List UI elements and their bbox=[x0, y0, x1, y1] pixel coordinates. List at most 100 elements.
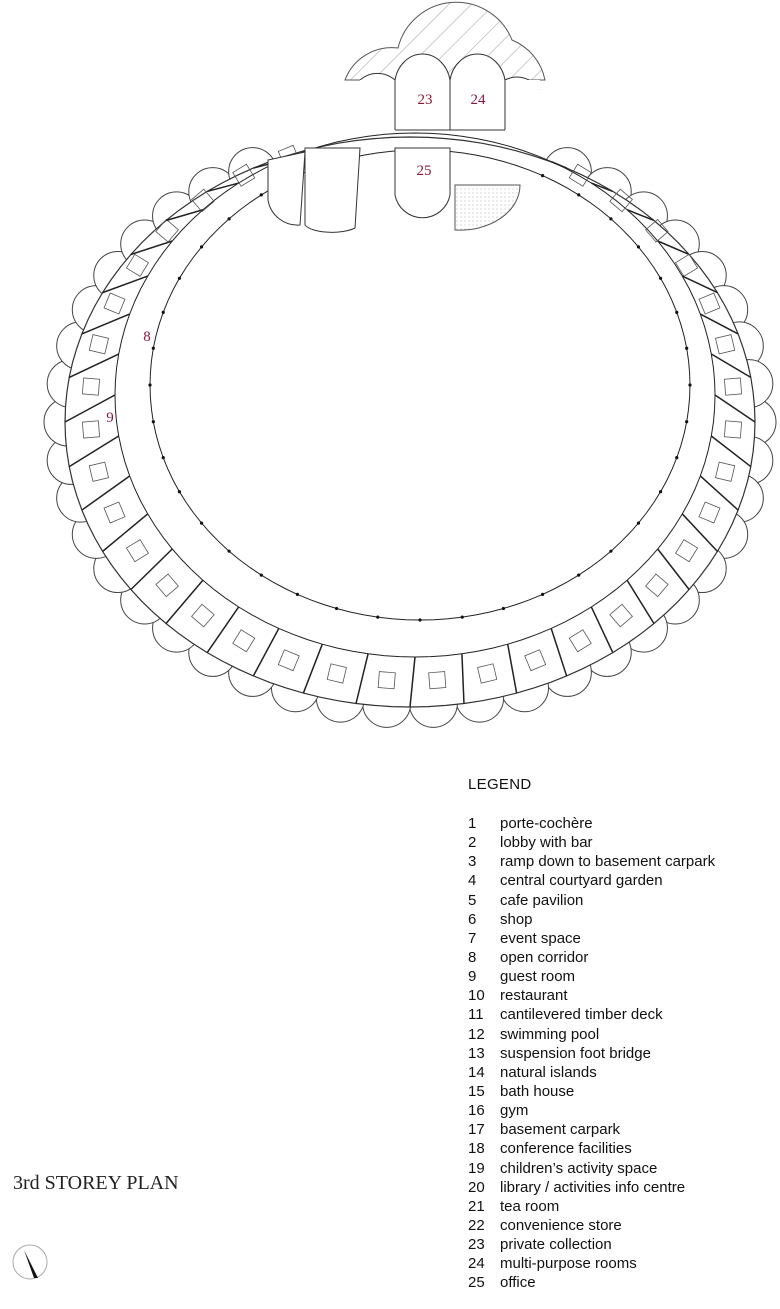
legend-number: 9 bbox=[468, 968, 477, 986]
legend-item: 3 ramp down to basement carpark bbox=[468, 852, 715, 871]
column bbox=[295, 592, 300, 596]
legend-item: 7 event space bbox=[468, 929, 715, 948]
bed bbox=[645, 218, 669, 243]
room-partition bbox=[657, 240, 690, 256]
bed bbox=[88, 461, 110, 482]
bed bbox=[674, 539, 699, 563]
column bbox=[177, 490, 182, 494]
column bbox=[609, 217, 613, 221]
legend-number: 7 bbox=[468, 929, 477, 947]
column bbox=[460, 615, 464, 619]
legend-label: basement carpark bbox=[500, 1121, 621, 1139]
legend-number: 2 bbox=[468, 834, 477, 852]
legend-number: 15 bbox=[468, 1082, 485, 1100]
legend-label: suspension foot bridge bbox=[500, 1044, 651, 1062]
legend-number: 19 bbox=[468, 1159, 485, 1177]
bed bbox=[232, 629, 256, 653]
column bbox=[685, 420, 689, 424]
bed bbox=[609, 603, 633, 628]
legend-item: 25 office bbox=[468, 1273, 715, 1292]
bed bbox=[377, 671, 396, 690]
bed bbox=[714, 461, 736, 482]
room-partition bbox=[81, 313, 130, 335]
room-partition bbox=[710, 353, 752, 379]
bed bbox=[698, 292, 721, 315]
legend-number: 5 bbox=[468, 891, 477, 909]
bed bbox=[88, 334, 110, 355]
legend-label: central courtyard garden bbox=[500, 872, 663, 890]
column bbox=[688, 383, 692, 387]
room-partition bbox=[68, 353, 120, 379]
column bbox=[151, 346, 155, 350]
pavilion bbox=[267, 1, 546, 233]
legend-label: lobby with bar bbox=[500, 834, 593, 852]
column bbox=[161, 456, 165, 460]
column bbox=[259, 573, 263, 577]
bed bbox=[103, 501, 126, 524]
legend-label: restaurant bbox=[500, 987, 568, 1005]
column bbox=[151, 420, 155, 424]
legend-label: office bbox=[500, 1274, 536, 1292]
legend-number: 13 bbox=[468, 1044, 485, 1062]
room-partition bbox=[165, 579, 204, 625]
bed bbox=[477, 663, 498, 684]
legend-label: ramp down to basement carpark bbox=[500, 853, 716, 871]
room-label-8: 8 bbox=[143, 329, 151, 345]
legend-label: porte-cochère bbox=[500, 815, 593, 832]
bed bbox=[81, 420, 101, 439]
legend-label: event space bbox=[500, 929, 581, 947]
legend-label: tea room bbox=[500, 1197, 560, 1215]
room-partition bbox=[355, 653, 369, 704]
column bbox=[609, 549, 613, 553]
column bbox=[540, 174, 545, 178]
room-partition bbox=[130, 240, 173, 256]
legend-number: 25 bbox=[468, 1274, 485, 1292]
room-partition bbox=[207, 182, 239, 193]
column bbox=[636, 245, 641, 249]
room-partition bbox=[550, 160, 567, 169]
bed bbox=[428, 671, 447, 690]
bed bbox=[645, 573, 669, 598]
column bbox=[148, 383, 152, 387]
room-partition bbox=[302, 643, 323, 694]
legend-number: 14 bbox=[468, 1063, 485, 1081]
column bbox=[675, 456, 679, 460]
room-label-25: 25 bbox=[417, 163, 432, 179]
north-arrow-icon bbox=[12, 1244, 48, 1280]
room-partition bbox=[681, 513, 718, 552]
legend-title: LEGEND bbox=[468, 776, 532, 793]
legend-number: 22 bbox=[468, 1216, 485, 1234]
room-partition bbox=[102, 275, 148, 294]
room-partition bbox=[409, 656, 416, 708]
plan-title: 3rd STOREY PLAN bbox=[13, 1172, 179, 1194]
legend-number: 6 bbox=[468, 910, 477, 928]
legend-number: 3 bbox=[468, 853, 477, 871]
legend-label: open corridor bbox=[500, 948, 589, 966]
legend-label: gym bbox=[500, 1102, 529, 1120]
column bbox=[418, 618, 422, 622]
room-partition bbox=[130, 548, 173, 591]
column bbox=[227, 549, 231, 553]
room-partition bbox=[590, 606, 614, 653]
legend-number: 21 bbox=[468, 1197, 485, 1215]
column bbox=[636, 521, 641, 525]
room-partition bbox=[626, 209, 655, 222]
room-partition bbox=[64, 394, 116, 423]
legend-label: multi-purpose rooms bbox=[500, 1255, 637, 1273]
room-partition bbox=[206, 606, 240, 653]
bed bbox=[714, 334, 736, 355]
column bbox=[501, 606, 506, 611]
legend-number: 8 bbox=[468, 948, 477, 966]
column bbox=[658, 276, 663, 280]
room-partition bbox=[252, 628, 280, 677]
